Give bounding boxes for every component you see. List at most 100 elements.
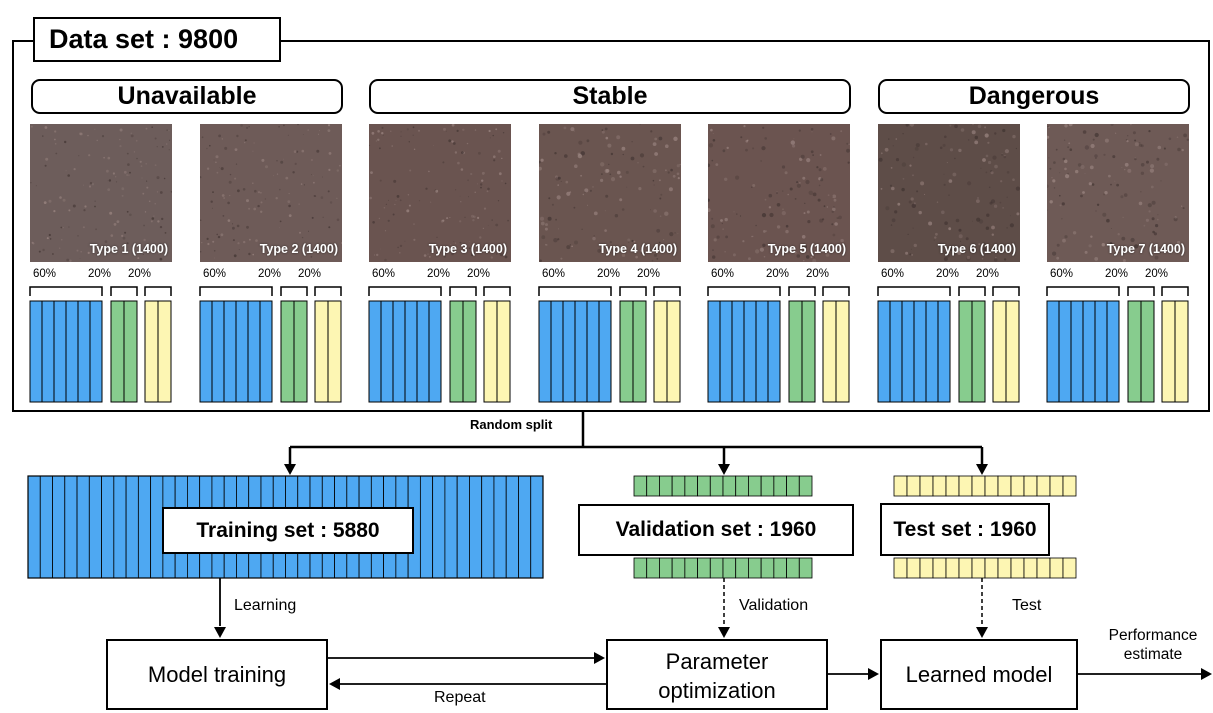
dataset-frame xyxy=(12,40,1210,412)
bracket-test xyxy=(822,286,850,296)
training-set-strip xyxy=(64,475,78,579)
training-strip xyxy=(598,300,612,403)
training-set-strip xyxy=(27,475,41,579)
bracket-test xyxy=(144,286,172,296)
training-strip xyxy=(574,300,588,403)
pct-test: 20% xyxy=(637,268,661,280)
training-set-strip xyxy=(518,475,532,579)
parameter-optimization-box: Parameter optimization xyxy=(606,639,828,710)
test-set-strip xyxy=(984,557,999,579)
validation-set-strip xyxy=(748,475,762,497)
test-set-strip xyxy=(1010,475,1025,497)
validation-set-strip xyxy=(748,557,762,579)
training-strip xyxy=(247,300,261,403)
test-strip xyxy=(314,300,329,403)
pct-val: 20% xyxy=(427,268,451,280)
validation-set-strip xyxy=(633,557,648,579)
test-set-strip xyxy=(971,475,986,497)
bracket-train xyxy=(199,286,273,296)
validation-strip xyxy=(110,300,125,403)
pct-train: 60% xyxy=(372,268,396,280)
soil-label: Type 4 (1400) xyxy=(598,242,677,256)
test-set-strip xyxy=(945,557,960,579)
bracket-train xyxy=(29,286,103,296)
learned-model-box: Learned model xyxy=(880,639,1078,710)
soil-image-type-6: Type 6 (1400) xyxy=(878,124,1020,262)
test-set-strip xyxy=(945,475,960,497)
pct-train: 60% xyxy=(881,268,905,280)
bracket-val xyxy=(619,286,647,296)
validation-strip xyxy=(788,300,803,403)
pct-test: 20% xyxy=(128,268,152,280)
test-set-strip xyxy=(971,557,986,579)
test-set-strip xyxy=(1023,475,1038,497)
bracket-val xyxy=(110,286,138,296)
pct-test: 20% xyxy=(976,268,1000,280)
validation-strip xyxy=(280,300,295,403)
validation-strip xyxy=(1127,300,1142,403)
test-strip xyxy=(1174,300,1189,403)
training-set-strip xyxy=(113,475,127,579)
category-dangerous: Dangerous xyxy=(878,79,1190,114)
validation-set-strip xyxy=(786,475,800,497)
test-set-strip xyxy=(984,475,999,497)
soil-image-type-4: Type 4 (1400) xyxy=(539,124,681,262)
training-strip xyxy=(416,300,430,403)
training-strip xyxy=(77,300,91,403)
training-set-strip xyxy=(469,475,483,579)
pct-val: 20% xyxy=(258,268,282,280)
training-strip xyxy=(550,300,564,403)
validation-set-strip xyxy=(671,475,686,497)
bracket-train xyxy=(707,286,781,296)
training-strip xyxy=(392,300,406,403)
training-set-strip xyxy=(419,475,434,579)
training-strip xyxy=(889,300,903,403)
dataset-title: Data set : 9800 xyxy=(33,17,281,62)
arrow-head xyxy=(214,627,226,638)
test-set-strip xyxy=(932,557,947,579)
training-strip xyxy=(937,300,951,403)
training-strip xyxy=(731,300,745,403)
training-strip xyxy=(755,300,769,403)
bracket-val xyxy=(280,286,308,296)
test-set-strip xyxy=(1036,475,1051,497)
test-set-strip xyxy=(1023,557,1038,579)
soil-label: Type 1 (1400) xyxy=(89,242,168,256)
training-strip xyxy=(211,300,225,403)
bracket-test xyxy=(314,286,342,296)
test-strip xyxy=(144,300,159,403)
validation-set-strip xyxy=(773,557,787,579)
training-strip xyxy=(877,300,891,403)
test-strip xyxy=(483,300,498,403)
validation-set-strip xyxy=(709,475,724,497)
bracket-val xyxy=(958,286,986,296)
training-strip xyxy=(428,300,442,403)
pct-train: 60% xyxy=(33,268,57,280)
soil-image-type-1: Type 1 (1400) xyxy=(30,124,172,262)
training-strip xyxy=(925,300,939,403)
category-unavailable: Unavailable xyxy=(31,79,343,114)
training-strip xyxy=(1106,300,1120,403)
training-set-strip xyxy=(432,475,446,579)
training-strip xyxy=(404,300,418,403)
soil-label: Type 5 (1400) xyxy=(767,242,846,256)
validation-set-strip xyxy=(760,557,775,579)
training-strip xyxy=(65,300,79,403)
test-set-strip xyxy=(893,475,908,497)
training-set-strip xyxy=(530,475,544,579)
pct-val: 20% xyxy=(766,268,790,280)
repeat-label: Repeat xyxy=(434,689,486,706)
training-strip xyxy=(707,300,721,403)
pct-val: 20% xyxy=(936,268,960,280)
training-set-strip xyxy=(505,475,519,579)
test-strip xyxy=(992,300,1007,403)
training-strip xyxy=(1046,300,1060,403)
bracket-test xyxy=(992,286,1020,296)
test-set-strip xyxy=(1049,475,1064,497)
arrow-head xyxy=(1201,668,1212,680)
validation-set-strip xyxy=(798,557,813,579)
training-strip xyxy=(901,300,915,403)
soil-label: Type 6 (1400) xyxy=(937,242,1016,256)
soil-image-type-7: Type 7 (1400) xyxy=(1047,124,1189,262)
